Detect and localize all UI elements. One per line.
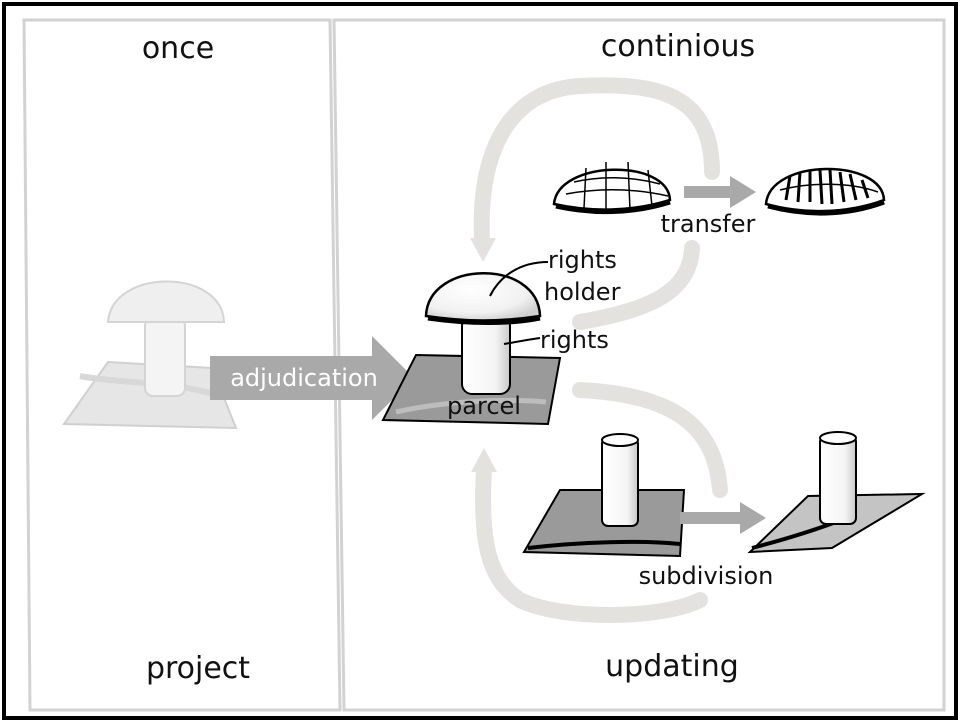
rights-label: rights — [540, 326, 609, 354]
main-mushroom-parcel — [381, 272, 562, 426]
subdivision-arrow — [680, 502, 766, 534]
transfer-cycle-arrow — [470, 77, 720, 330]
adjudication-arrow: adjudication — [210, 336, 414, 420]
left-panel-border — [22, 18, 342, 712]
right-panel-border — [332, 18, 946, 712]
rights-holder-label-line2: holder — [544, 278, 621, 306]
main-stem — [461, 315, 511, 395]
project-label: project — [146, 651, 250, 686]
cap-after-transfer — [764, 167, 886, 216]
stem-on-part-parcel — [747, 431, 926, 554]
rights-leader — [503, 337, 541, 345]
adjudication-label: adjudication — [230, 364, 378, 392]
transfer-label: transfer — [661, 210, 756, 238]
faded-cap — [106, 280, 226, 323]
subdivision-label: subdivision — [639, 562, 774, 590]
cap-before-transfer — [552, 161, 672, 215]
stem-on-full-parcel — [522, 433, 686, 558]
once-label: once — [142, 31, 214, 66]
faded-stem — [144, 317, 186, 397]
updating-label: updating — [605, 649, 739, 684]
continious-label: continious — [601, 29, 755, 64]
parcel-label: parcel — [447, 392, 521, 420]
transfer-arrow — [684, 176, 756, 208]
subdivision-cycle-arrow — [471, 382, 728, 623]
faded-mushroom-parcel — [62, 280, 238, 430]
rights-holder-label-line1: rights — [548, 246, 617, 274]
rights-holder-leader — [489, 261, 549, 297]
